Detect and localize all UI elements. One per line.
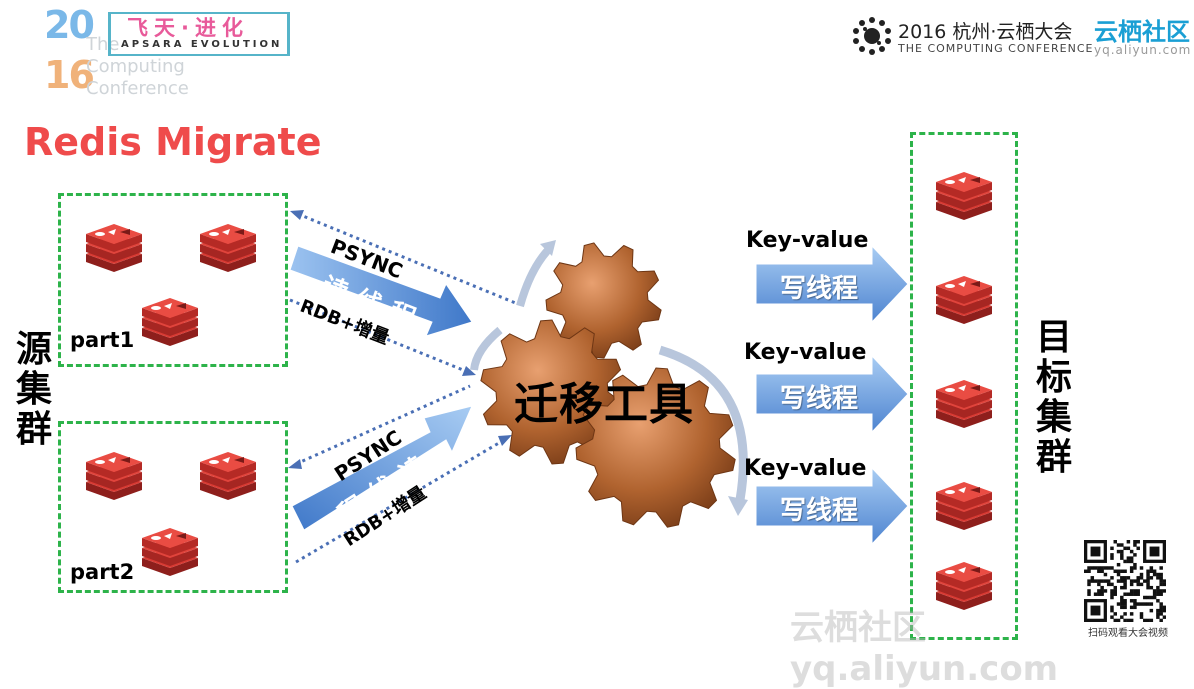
arrowhead — [462, 366, 476, 376]
slide-title: Redis Migrate — [24, 120, 322, 164]
arrowhead — [498, 435, 512, 446]
target-cluster-box — [910, 132, 1018, 640]
yq-url: yq.aliyun.com — [1094, 43, 1192, 57]
source-label-char-1: 源 — [15, 329, 52, 370]
write-arrow-3 — [755, 466, 909, 546]
faded-line-3: Conference — [86, 78, 189, 99]
redis-icon — [936, 172, 992, 220]
source-label-char-2: 集 — [15, 369, 52, 410]
qr-code-icon — [1084, 540, 1166, 622]
faded-line-1: The — [86, 34, 120, 55]
yq-chinese: 云栖社区 — [1094, 18, 1190, 46]
write-thread-label-1: 写线程 — [780, 274, 859, 304]
key-value-label-3: Key-value — [744, 456, 867, 481]
write-arrow-2 — [755, 354, 909, 434]
redis-icon — [936, 482, 992, 530]
target-label-char-2: 标 — [1035, 357, 1072, 398]
conference-chinese: 2016 杭州·云栖大会 — [898, 21, 1073, 43]
key-value-label-1: Key-value — [746, 228, 869, 253]
conference-english: THE COMPUTING CONFERENCE — [898, 42, 1094, 55]
redis-icon — [936, 276, 992, 324]
watermark: 云栖社区 yq.aliyun.com — [790, 608, 1059, 689]
qr-caption: 扫码观看大会视频 — [1088, 628, 1168, 639]
gear-group — [480, 242, 736, 528]
gear-icon — [575, 367, 736, 528]
migration-tool-label: 迁移工具 — [514, 379, 694, 430]
source-part2-box — [58, 421, 288, 593]
brand-english: APSARA EVOLUTION — [121, 39, 283, 50]
redis-icon — [86, 452, 142, 500]
redis-icon — [200, 452, 256, 500]
rotation-arc-head — [728, 496, 748, 516]
read-thread-arrow-lower — [291, 405, 473, 531]
faded-line-2: Computing — [86, 56, 185, 77]
diagram-canvas — [86, 172, 992, 610]
target-label-char-3: 集 — [1035, 397, 1072, 438]
source-part1-box — [58, 193, 288, 367]
brand-chinese: 飞天·进化 — [127, 16, 249, 40]
read-thread-arrow-upper — [289, 245, 473, 337]
write-thread-label-3: 写线程 — [780, 496, 859, 526]
year-bottom: 16 — [44, 53, 95, 97]
faded-conference-text: The Computing Conference — [86, 34, 189, 100]
gear-icon — [545, 242, 662, 359]
conference-logo-icon — [853, 17, 891, 55]
target-label-char-4: 群 — [1035, 437, 1072, 478]
part1-label: part1 — [70, 328, 135, 352]
write-thread-label-2: 写线程 — [780, 384, 859, 414]
rotation-arc-head — [540, 240, 556, 256]
year-top: 20 — [44, 3, 95, 47]
source-cluster-label: 源 集 群 — [12, 330, 56, 450]
redis-icon — [936, 380, 992, 428]
redis-icon — [86, 224, 142, 272]
rotation-arc — [516, 247, 552, 308]
arrowhead — [290, 210, 304, 220]
brand-box: 飞天·进化 APSARA EVOLUTION — [108, 12, 290, 56]
psync-dotted-line — [297, 212, 519, 306]
target-cluster-label: 目 标 集 群 — [1032, 318, 1076, 478]
rdb-dotted-line — [295, 438, 505, 564]
rotation-arc — [470, 326, 503, 371]
redis-icon — [200, 224, 256, 272]
redis-icon — [142, 528, 198, 576]
part2-label: part2 — [70, 560, 135, 584]
source-label-char-3: 群 — [15, 409, 52, 450]
rotation-arc — [658, 345, 748, 501]
key-value-label-2: Key-value — [744, 340, 867, 365]
write-arrow-1 — [755, 244, 909, 324]
redis-icon — [142, 298, 198, 346]
target-label-char-1: 目 — [1035, 317, 1072, 358]
arrowhead — [288, 459, 302, 469]
